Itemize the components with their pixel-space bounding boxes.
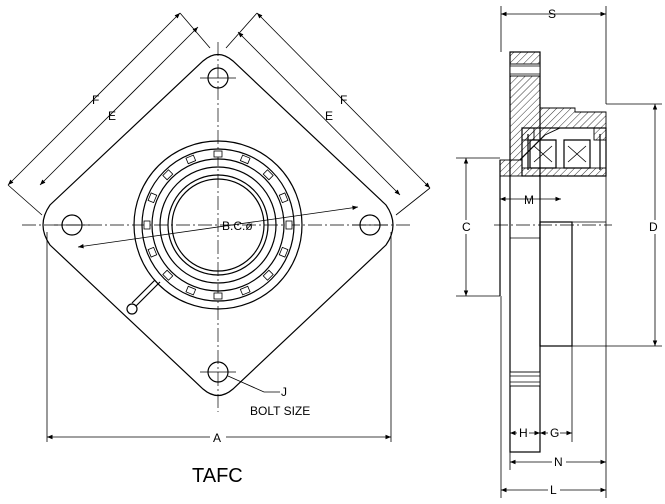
locknut-slot: [185, 154, 197, 165]
locknut-slot: [147, 246, 158, 258]
flange-outline: [42, 53, 394, 397]
dim-label-e-right: E: [325, 109, 333, 123]
bolt-circle-label: B.C.ø: [222, 219, 253, 233]
locknut-slot: [143, 220, 151, 230]
bolt-size-label: BOLT SIZE: [250, 404, 310, 418]
dim-label-l: L: [550, 483, 557, 497]
dim-label-n: N: [554, 455, 563, 469]
dim-label-c: C: [462, 220, 471, 234]
locknut-slot: [278, 192, 289, 204]
bearing-insert: [499, 127, 607, 177]
bolt-circle-dim-line: [77, 205, 359, 249]
locknut-slot: [162, 269, 174, 281]
pilot-boss: [539, 221, 573, 347]
dim-label-e-left: E: [108, 109, 116, 123]
locknut-slot: [239, 285, 251, 296]
locknut-slot: [239, 154, 251, 165]
locknut-slot: [147, 192, 158, 204]
locknut-slot: [213, 292, 223, 300]
dim-label-s: S: [548, 7, 556, 21]
dim-label-a: A: [213, 431, 221, 445]
locknut-slot: [285, 220, 293, 230]
front-view: B.C.ø F E F E A J BOLT SIZE TAFC: [7, 12, 431, 487]
bolt-holes: [54, 67, 388, 383]
dim-label-d: D: [649, 220, 658, 234]
locknut-slot: [185, 285, 197, 296]
locknut-slot: [262, 269, 274, 281]
drawing-title: TAFC: [192, 465, 243, 487]
locknut-slot: [213, 150, 223, 158]
side-view: S: [456, 6, 662, 498]
locknut-slot: [278, 246, 289, 258]
dim-label-g: G: [550, 426, 559, 440]
grease-fitting-icon: [126, 279, 161, 315]
dim-label-m: M: [524, 193, 534, 207]
dim-label-f-left: F: [92, 93, 99, 107]
dim-label-f-right: F: [340, 93, 347, 107]
dim-label-j: J: [281, 385, 287, 399]
dim-label-h: H: [519, 426, 528, 440]
